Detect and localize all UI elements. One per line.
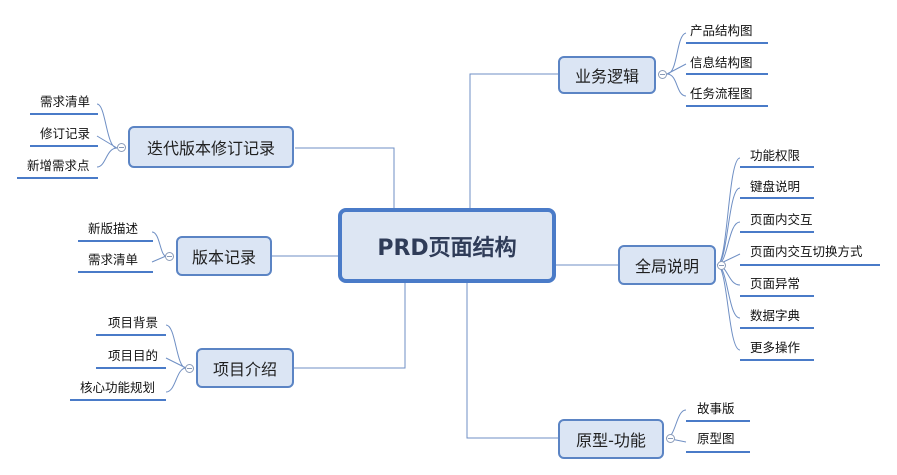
leaf-underline [70, 399, 166, 401]
leaf-project-background[interactable]: 项目背景 [108, 315, 159, 330]
leaf-data-dictionary[interactable]: 数据字典 [750, 308, 801, 323]
leaf-underline [78, 271, 153, 273]
leaf-keyboard[interactable]: 键盘说明 [750, 179, 801, 194]
leaf-new-requirements[interactable]: 新增需求点 [27, 158, 90, 173]
collapse-toggle-icon[interactable] [185, 364, 194, 373]
leaf-interaction-switch[interactable]: 页面内交互切换方式 [750, 244, 863, 259]
leaf-prototype-diagram[interactable]: 原型图 [697, 431, 735, 446]
branch-iteration-revisions-label: 迭代版本修订记录 [146, 139, 275, 158]
leaf-permissions[interactable]: 功能权限 [750, 148, 801, 163]
branch-prototype-function[interactable]: 原型-功能 [558, 419, 664, 459]
leaf-underline [686, 42, 768, 44]
leaf-underline [740, 359, 814, 361]
leaf-underline [740, 295, 814, 297]
branch-iteration-revisions[interactable]: 迭代版本修订记录 [128, 126, 294, 168]
collapse-toggle-icon[interactable] [165, 252, 174, 261]
leaf-underline [30, 145, 98, 147]
collapse-toggle-icon[interactable] [117, 143, 126, 152]
branch-version-record-label: 版本记录 [191, 248, 256, 267]
leaf-underline [686, 73, 768, 75]
leaf-requirement-list[interactable]: 需求清单 [88, 252, 139, 267]
leaf-requirement-list[interactable]: 需求清单 [40, 94, 91, 109]
leaf-revision-record[interactable]: 修订记录 [40, 126, 91, 141]
leaf-underline [96, 367, 166, 369]
leaf-underline [740, 327, 814, 329]
branch-global-description-label: 全局说明 [634, 257, 699, 276]
collapse-toggle-icon[interactable] [666, 434, 675, 443]
leaf-more-actions[interactable]: 更多操作 [750, 340, 801, 355]
leaf-project-goal[interactable]: 项目目的 [108, 348, 159, 363]
collapse-toggle-icon[interactable] [717, 261, 726, 270]
leaf-underline [740, 231, 814, 233]
leaf-underline [78, 240, 153, 242]
branch-project-intro[interactable]: 项目介绍 [196, 348, 294, 388]
leaf-underline [740, 264, 880, 266]
branch-project-intro-label: 项目介绍 [212, 360, 277, 379]
leaf-underline [17, 177, 98, 179]
central-topic[interactable]: PRD页面结构 [338, 208, 556, 283]
leaf-info-structure[interactable]: 信息结构图 [690, 55, 753, 70]
leaf-core-features[interactable]: 核心功能规划 [80, 380, 156, 395]
leaf-underline [96, 334, 166, 336]
leaf-new-version-desc[interactable]: 新版描述 [88, 221, 139, 236]
branch-version-record[interactable]: 版本记录 [176, 236, 272, 276]
leaf-task-flow[interactable]: 任务流程图 [690, 86, 753, 101]
collapse-toggle-icon[interactable] [658, 70, 667, 79]
branch-business-logic[interactable]: 业务逻辑 [558, 56, 656, 94]
central-topic-label: PRD页面结构 [377, 235, 517, 261]
leaf-page-exception[interactable]: 页面异常 [750, 276, 801, 291]
leaf-underline [686, 451, 750, 453]
branch-prototype-function-label: 原型-功能 [576, 431, 646, 450]
leaf-underline [686, 420, 750, 422]
branch-global-description[interactable]: 全局说明 [618, 245, 716, 285]
leaf-page-interaction[interactable]: 页面内交互 [750, 212, 813, 227]
leaf-underline [30, 113, 98, 115]
leaf-underline [740, 166, 814, 168]
leaf-storyboard[interactable]: 故事版 [697, 401, 735, 416]
leaf-product-structure[interactable]: 产品结构图 [690, 23, 753, 38]
branch-business-logic-label: 业务逻辑 [574, 67, 639, 86]
leaf-underline [686, 105, 768, 107]
leaf-underline [740, 197, 814, 199]
